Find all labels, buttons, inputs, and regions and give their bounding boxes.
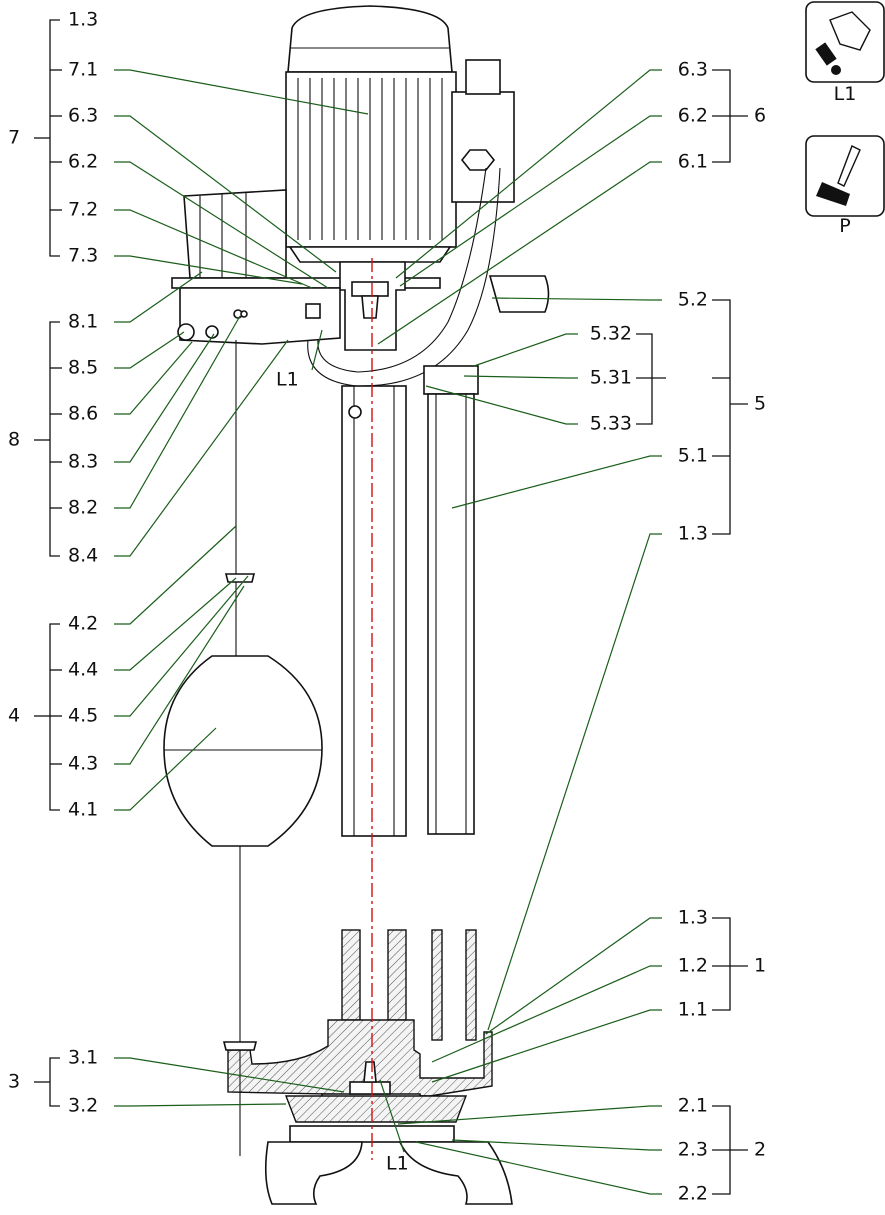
label-7-2: 7.2 [68, 199, 98, 221]
label-8-6: 8.6 [68, 403, 98, 425]
label-5-33: 5.33 [590, 413, 632, 435]
group-label-8: 8 [8, 429, 20, 451]
legend: L1 P [805, 1, 885, 237]
label-2-2: 2.2 [678, 1183, 708, 1205]
label-8-5: 8.5 [68, 357, 98, 379]
label-7-3: 7.3 [68, 245, 98, 267]
column-section-left [341, 929, 361, 1021]
label-1-3-mid: 1.3 [678, 523, 708, 545]
group-label-5: 5 [754, 393, 766, 415]
label-8-3: 8.3 [68, 451, 98, 473]
riser-pipe [427, 393, 475, 835]
label-5-31: 5.31 [590, 367, 632, 389]
label-6-3-right: 6.3 [678, 59, 708, 81]
label-6-3-left: 6.3 [68, 105, 98, 127]
suction-cover [284, 1095, 468, 1123]
label-3-2: 3.2 [68, 1095, 98, 1117]
label-1-2: 1.2 [678, 955, 708, 977]
float-ball [163, 655, 323, 847]
coupling [361, 295, 379, 319]
shaft-column [341, 385, 407, 837]
hose-inner [307, 167, 501, 387]
left-labels: 1.3 7.1 6.3 6.2 7.2 7.3 8.1 8.5 8.6 8.3 … [8, 9, 409, 1175]
motor-flange [288, 246, 452, 263]
label-1-1: 1.1 [678, 999, 708, 1021]
label-8-4: 8.4 [68, 545, 98, 567]
label-6-2-right: 6.2 [678, 105, 708, 127]
label-5-32: 5.32 [590, 323, 632, 345]
threadlocker-label: L1 [834, 83, 857, 105]
label-L1-upper: L1 [276, 369, 299, 391]
leader-lines [114, 69, 662, 1195]
label-4-5: 4.5 [68, 705, 98, 727]
label-4-1: 4.1 [68, 799, 98, 821]
float-stop-lower [222, 1041, 258, 1051]
switch-nut [305, 303, 321, 319]
label-1-3-top: 1.3 [68, 9, 98, 31]
paint-label: P [839, 215, 850, 237]
terminal-cap [465, 59, 501, 95]
column-section-right [387, 929, 407, 1021]
riser-section-right [465, 929, 477, 1041]
label-7-1: 7.1 [68, 59, 98, 81]
label-6-1: 6.1 [678, 151, 708, 173]
label-2-1: 2.1 [678, 1095, 708, 1117]
group-label-3: 3 [8, 1071, 20, 1093]
bracket-screw-a [177, 323, 195, 341]
label-6-2-left: 6.2 [68, 151, 98, 173]
pump-drawing [163, 5, 550, 1205]
group-label-4: 4 [8, 705, 20, 727]
label-1-3-low: 1.3 [678, 907, 708, 929]
motor-body [285, 71, 457, 248]
riser-section-left [431, 929, 443, 1041]
label-2-3: 2.3 [678, 1139, 708, 1161]
group-label-2: 2 [754, 1139, 766, 1161]
impeller-nut [363, 1061, 377, 1083]
base-foot-left [264, 1141, 363, 1205]
label-5-1: 5.1 [678, 445, 708, 467]
group-label-6: 6 [754, 105, 766, 127]
right-labels: 6.3 6.2 6.1 5.2 5.32 5.31 5.33 5.1 1.3 1… [590, 59, 766, 1205]
group-label-1: 1 [754, 955, 766, 977]
column-hole [348, 405, 362, 419]
hose-outer [317, 167, 487, 373]
label-8-1: 8.1 [68, 311, 98, 333]
group-label-7: 7 [8, 127, 20, 149]
label-4-3: 4.3 [68, 753, 98, 775]
right-brackets [636, 69, 748, 1195]
label-3-1: 3.1 [68, 1047, 98, 1069]
label-5-2: 5.2 [678, 289, 708, 311]
column-head [423, 365, 479, 395]
label-8-2: 8.2 [68, 497, 98, 519]
label-4-4: 4.4 [68, 659, 98, 681]
discharge-outlet [488, 275, 550, 313]
motor-top-cover [287, 5, 453, 73]
label-4-2: 4.2 [68, 613, 98, 635]
switch-housing [183, 189, 287, 279]
float-stop-upper [224, 573, 256, 583]
bearing [351, 281, 389, 297]
cable-gland [460, 149, 496, 171]
volute-casing [227, 1019, 493, 1097]
label-L1-lower: L1 [386, 1153, 409, 1175]
left-brackets [34, 19, 62, 1107]
